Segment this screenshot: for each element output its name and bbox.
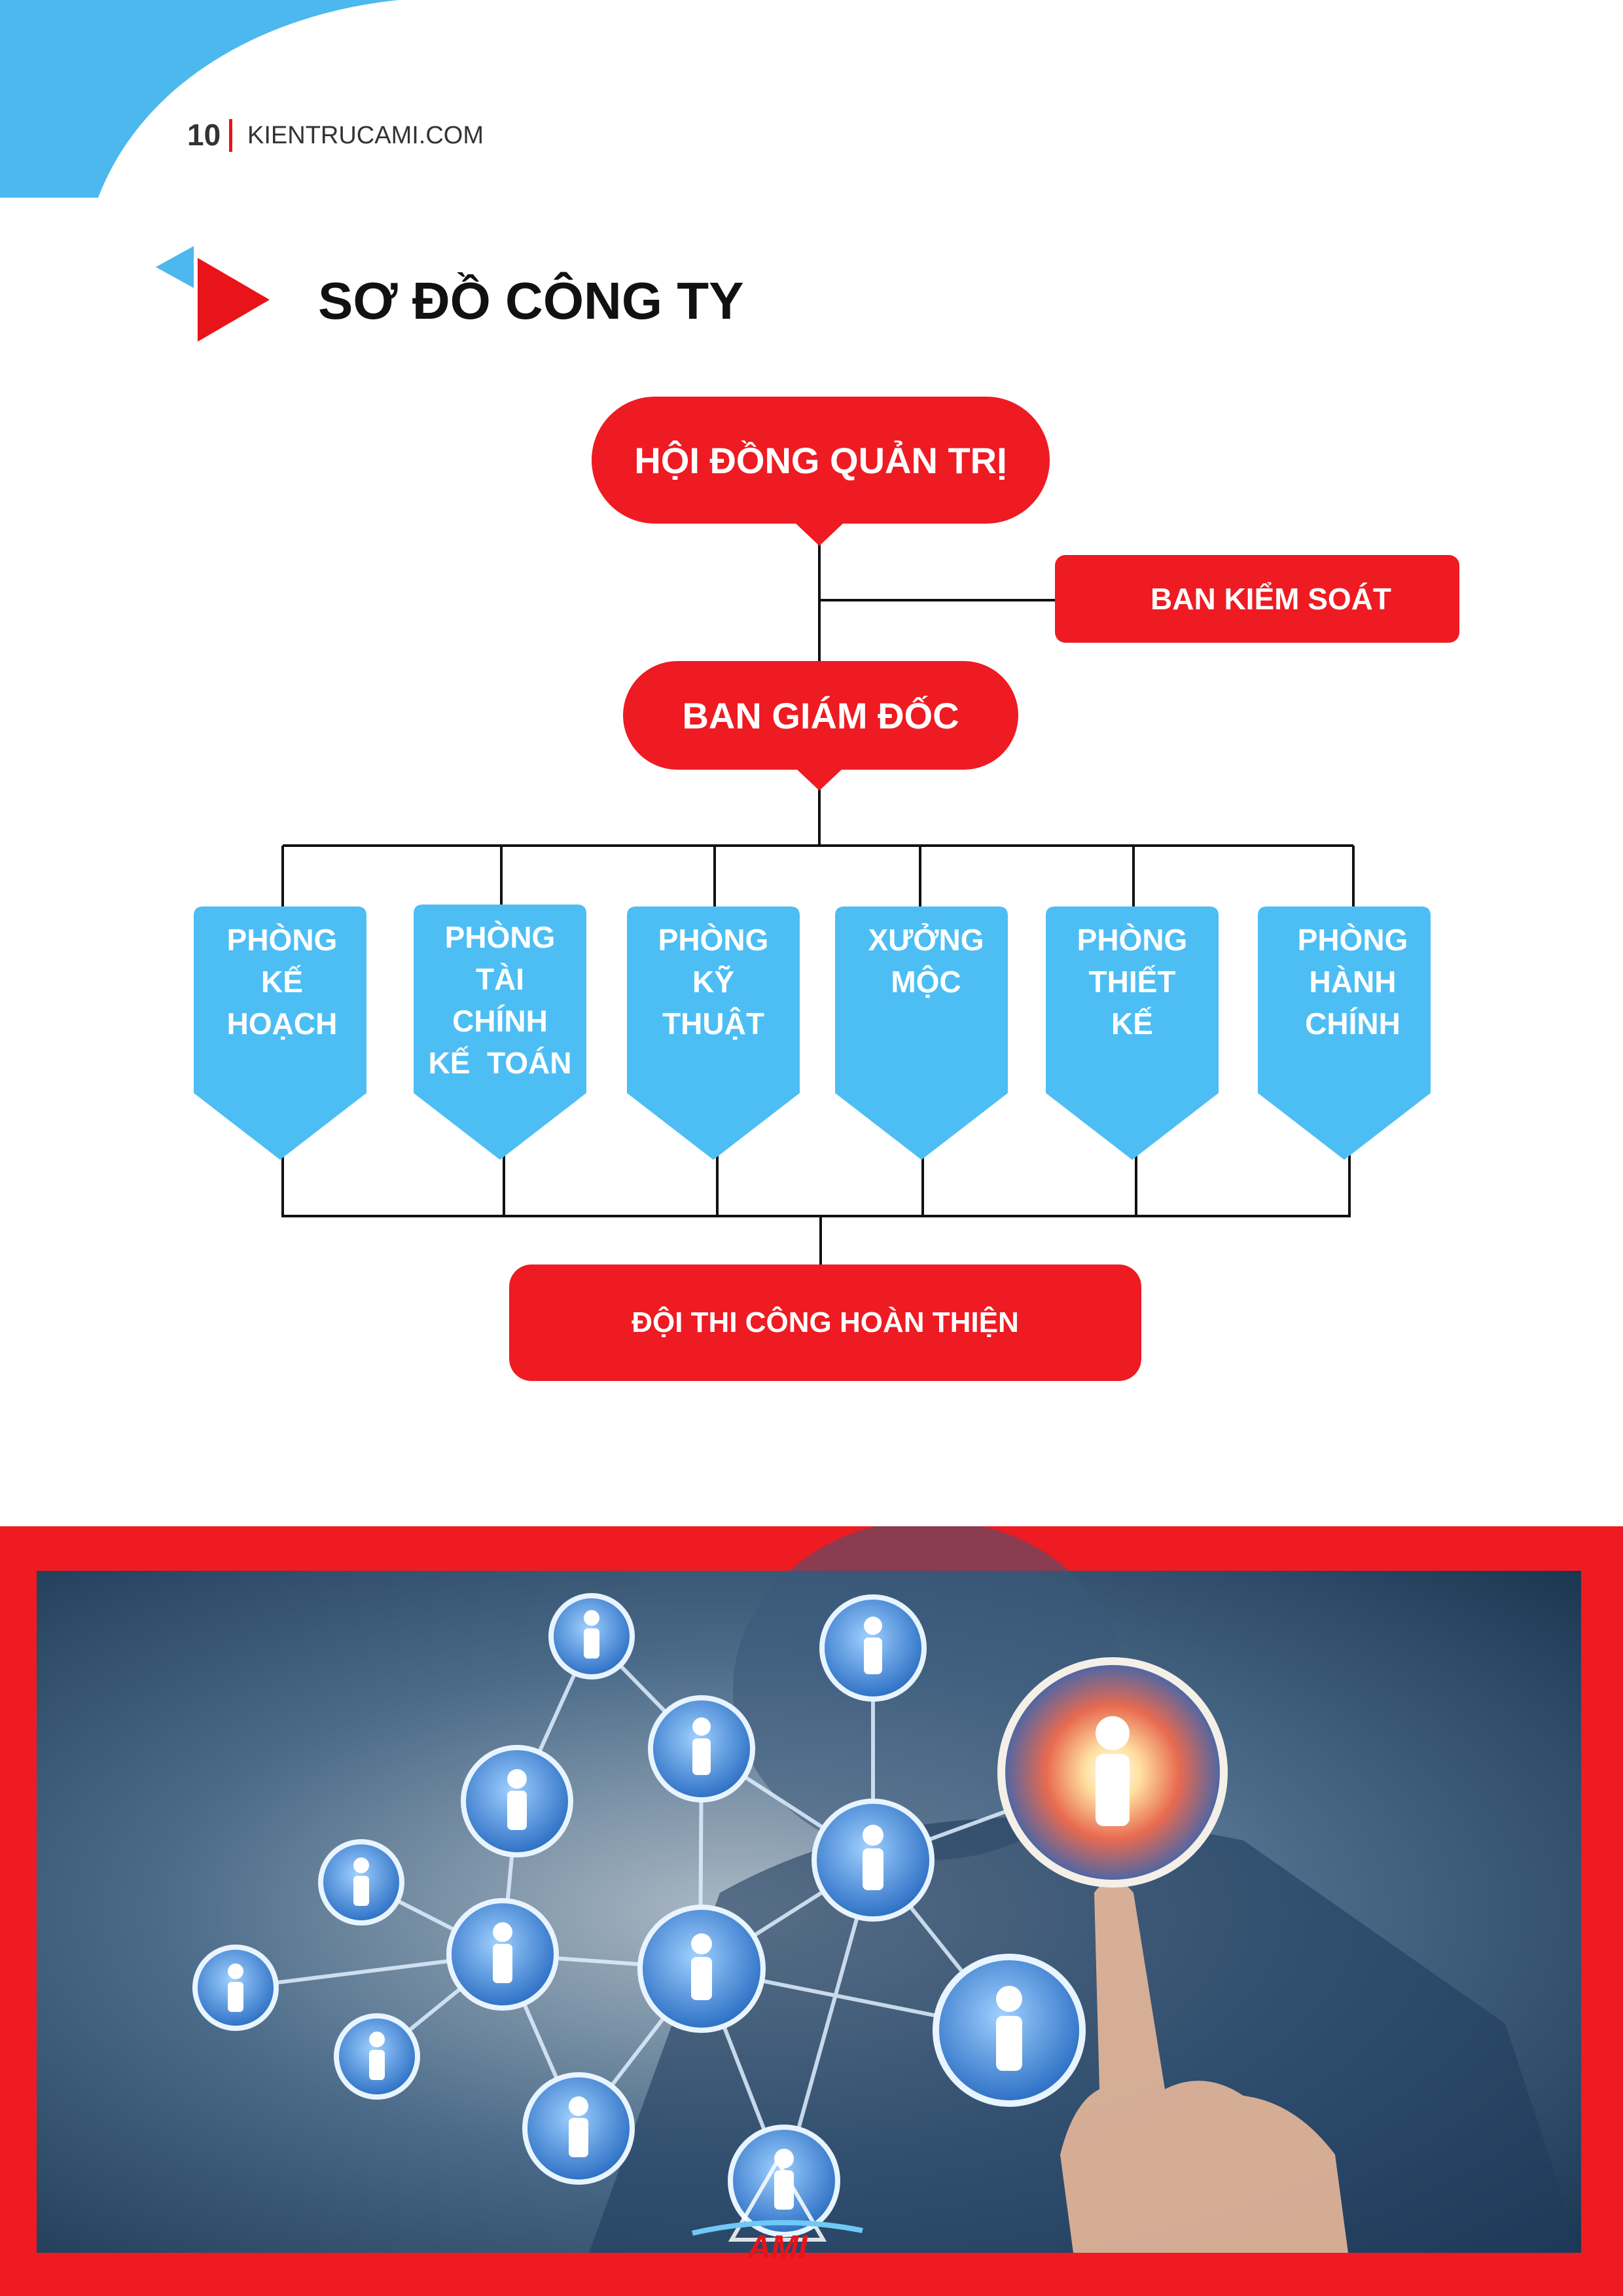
directors-node-shape <box>623 661 1018 791</box>
supervisory-node-label: BAN KIỂM SOÁT <box>1150 582 1391 616</box>
supervisory-node-shape <box>1055 555 1459 643</box>
department-label-line: TÀI <box>475 962 525 996</box>
person-icon <box>933 1954 1086 2107</box>
department-label-line: PHÒNG <box>444 920 556 954</box>
header-corner-shape <box>0 0 399 198</box>
person-icon <box>461 1745 573 1857</box>
department-planning: PHÒNG KẾ HOẠCH <box>194 919 370 1045</box>
person-icon <box>548 1593 635 1679</box>
department-label-line: HOẠCH <box>226 1007 338 1041</box>
department-label-line: PHÒNG <box>658 923 769 957</box>
org-chart-connectors <box>281 537 1355 1265</box>
department-label-line: THIẾT <box>1088 965 1176 999</box>
network-nodes <box>192 1593 1228 2237</box>
department-label-line: PHÒNG <box>226 923 338 957</box>
person-icon <box>637 1905 766 2033</box>
department-label-line: KỸ <box>692 965 734 999</box>
department-label-line: CHÍNH <box>452 1004 548 1038</box>
department-label-line: MỘC <box>891 965 961 999</box>
crew-node-shape <box>509 1265 1141 1381</box>
crew-node-label: ĐỘI THI CÔNG HOÀN THIỆN <box>632 1306 1019 1338</box>
svg-text:AMI: AMI <box>746 2229 808 2265</box>
person-icon <box>728 2125 840 2237</box>
play-arrow-icon <box>156 246 270 342</box>
department-label-line: XƯỞNG <box>868 923 984 957</box>
person-icon <box>318 1839 404 1926</box>
department-label-line: THUẬT <box>662 1007 764 1041</box>
department-label-line: HÀNH <box>1309 965 1397 999</box>
network-illustration-banner: AMI <box>0 1526 1623 2296</box>
department-label-line: KẾ <box>261 965 303 999</box>
site-name: KIENTRUCAMI.COM <box>247 122 484 149</box>
department-label-line: PHÒNG <box>1297 923 1408 957</box>
page-number: 10 <box>187 118 221 152</box>
ami-logo: AMI <box>692 2157 863 2265</box>
selected-person-icon <box>997 1657 1228 1888</box>
department-label-line: CHÍNH <box>1305 1007 1400 1041</box>
person-icon <box>446 1898 559 2011</box>
department-finance-accounting: PHÒNG TÀI CHÍNH KẾ TOÁN <box>414 916 586 1084</box>
department-administration: PHÒNG HÀNH CHÍNH <box>1264 919 1441 1045</box>
person-icon <box>648 1695 755 1803</box>
person-icon <box>522 2072 635 2185</box>
department-label-line: KẾ <box>1111 1007 1153 1041</box>
pointing-hand <box>1060 1880 1348 2253</box>
page-title: SƠ ĐỒ CÔNG TY <box>318 272 744 330</box>
person-icon <box>819 1594 927 1702</box>
department-technical: PHÒNG KỸ THUẬT <box>627 919 800 1045</box>
board-node-label: HỘI ĐỒNG QUẢN TRỊ <box>634 439 1007 481</box>
directors-node-label: BAN GIÁM ĐỐC <box>682 694 959 736</box>
department-design: PHÒNG THIẾT KẾ <box>1046 919 1219 1045</box>
department-shapes <box>194 905 1431 1160</box>
page-number-divider <box>229 119 232 152</box>
department-woodshop: XƯỞNG MỘC <box>835 919 1017 1003</box>
board-node-shape <box>592 397 1050 546</box>
org-chart <box>194 397 1459 1381</box>
person-icon <box>812 1799 935 1922</box>
department-label-line: KẾ TOÁN <box>428 1046 572 1080</box>
department-label-line: PHÒNG <box>1077 923 1188 957</box>
person-icon <box>192 1945 279 2031</box>
person-icon <box>334 2013 420 2100</box>
